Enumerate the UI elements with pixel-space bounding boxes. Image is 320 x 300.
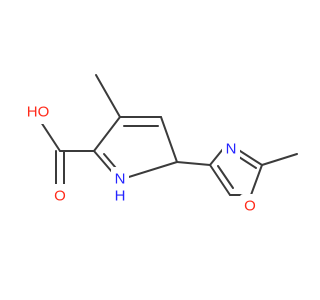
hydroxyl-mask bbox=[22, 100, 54, 124]
oxazole-c4-c5-inner-double-bond bbox=[217, 165, 234, 189]
oxazole-n-c2-bond bbox=[236, 148, 263, 166]
pyrrole-oxazole-bond bbox=[176, 161, 211, 166]
carbonyl-mask bbox=[49, 184, 71, 207]
bond-layer bbox=[38, 74, 298, 196]
pyrrole-nitrogen-label: N bbox=[115, 171, 126, 188]
pyrrole-nh-mask bbox=[111, 167, 129, 207]
molecule-structure: HO O N H N O bbox=[22, 74, 298, 218]
oxazole-methyl-bond bbox=[261, 153, 298, 166]
oxazole-n-mask bbox=[222, 139, 240, 161]
pyrrole-c4-c5-bond bbox=[160, 116, 178, 163]
hydroxyl-oxygen-label: HO bbox=[27, 104, 50, 121]
methyl-pyrrole-bond bbox=[95, 74, 121, 118]
oxazole-c4-n-bond bbox=[209, 148, 224, 166]
oxazole-nitrogen-label: N bbox=[226, 141, 237, 158]
oxazole-c4-c5-bond bbox=[209, 164, 231, 196]
pyrrole-hydrogen-label: H bbox=[115, 188, 126, 205]
pyrrole-c3-c2-bond bbox=[93, 116, 121, 152]
oxazole-oxygen-label: O bbox=[244, 198, 256, 215]
carbonyl-oxygen-label: O bbox=[54, 188, 66, 205]
atom-label-layer: HO O N H N O bbox=[27, 104, 256, 215]
carboxyl-oh-bond bbox=[38, 118, 61, 152]
oxazole-o-c2-bond bbox=[250, 164, 263, 196]
oxazole-o-mask bbox=[240, 194, 260, 218]
oxazole-n-c2-inner-double-bond bbox=[238, 156, 257, 169]
label-mask-layer bbox=[22, 100, 260, 218]
molecule-canvas: HO O N H N O bbox=[22, 74, 298, 218]
